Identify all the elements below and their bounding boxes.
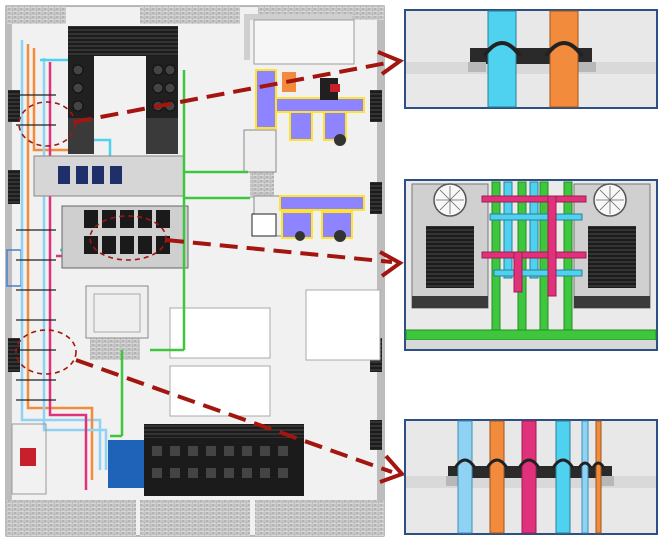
magenta-pipe xyxy=(481,195,587,297)
callout-bottom xyxy=(404,419,658,535)
cyan-pipe xyxy=(555,420,571,534)
wall-bottom-2 xyxy=(140,500,250,536)
pumps xyxy=(58,166,122,184)
chiller-left-base xyxy=(412,296,488,308)
highlight-ellipses xyxy=(15,101,167,375)
wall-bottom-1 xyxy=(6,500,136,536)
partition-mid xyxy=(250,172,274,198)
pier-right-2 xyxy=(370,182,382,214)
wall-top-2 xyxy=(140,6,240,24)
equip-bottom-right-ahu xyxy=(251,213,277,237)
ahu-upper xyxy=(255,69,365,146)
green-main xyxy=(110,70,250,438)
cyan-pipe xyxy=(487,10,517,108)
chiller-left-panel xyxy=(426,226,474,288)
orange-pipe xyxy=(549,10,579,108)
chiller-right-base xyxy=(574,296,650,308)
ahu-lower xyxy=(279,195,365,242)
chiller-right-panel xyxy=(588,226,636,288)
orange-pipe xyxy=(595,420,602,534)
arrow-heads xyxy=(377,50,406,484)
magenta-pipe xyxy=(521,420,537,534)
bottom-chillers xyxy=(144,424,304,496)
room-right xyxy=(305,289,381,361)
pipe-clamp-icon xyxy=(482,41,584,58)
callout-top xyxy=(404,9,658,109)
chiller-fans xyxy=(72,64,176,112)
shaft-box-2 xyxy=(243,129,277,173)
pier-left-2 xyxy=(8,170,20,204)
chiller-header xyxy=(68,26,178,56)
riser-supports xyxy=(16,94,56,401)
orange-pipe xyxy=(489,420,505,534)
wall-bottom-3 xyxy=(255,500,384,536)
shaft-box xyxy=(85,285,149,339)
pier-right-4 xyxy=(370,420,382,450)
pier-right-1 xyxy=(370,90,382,122)
arrow-middle xyxy=(165,238,393,264)
pier-left-3 xyxy=(8,338,20,372)
tank-room xyxy=(11,423,47,495)
pump-manifold xyxy=(108,440,146,488)
callout-middle-floor xyxy=(406,340,656,349)
cyan-pipe xyxy=(489,181,583,279)
shaft-inner xyxy=(93,293,141,333)
chiller-base-1 xyxy=(68,118,94,154)
heat-exchangers xyxy=(84,210,170,254)
pipe-clamp-icon xyxy=(453,458,606,469)
room-mid-a xyxy=(169,307,271,359)
room-upper-right xyxy=(253,19,355,65)
light-blue-pipe xyxy=(581,420,589,534)
callout-top-bracket-base xyxy=(468,62,486,72)
partition-right xyxy=(244,14,250,60)
wall-top-1 xyxy=(6,6,66,24)
pump-skid xyxy=(33,155,185,197)
light-blue-pipe xyxy=(457,420,473,534)
pier-left-1 xyxy=(8,90,20,122)
callout-arrows xyxy=(73,60,393,474)
partition-right-top xyxy=(244,14,352,20)
callout-middle xyxy=(404,179,658,351)
arrow-bottom xyxy=(75,358,393,474)
callout-bottom-bracket-base xyxy=(446,476,460,486)
tank-red xyxy=(20,448,36,466)
callout-top-bracket-base-2 xyxy=(578,62,596,72)
room-mid-b xyxy=(169,365,271,417)
wall-right xyxy=(377,20,384,500)
callout-bottom-bracket-base-2 xyxy=(600,476,614,486)
chiller-base-2 xyxy=(146,118,178,154)
floor-plan xyxy=(5,5,385,537)
chiller-fan-grille-right xyxy=(596,186,624,214)
wall-left xyxy=(6,24,12,500)
chiller-fan-grille-left xyxy=(436,186,464,214)
